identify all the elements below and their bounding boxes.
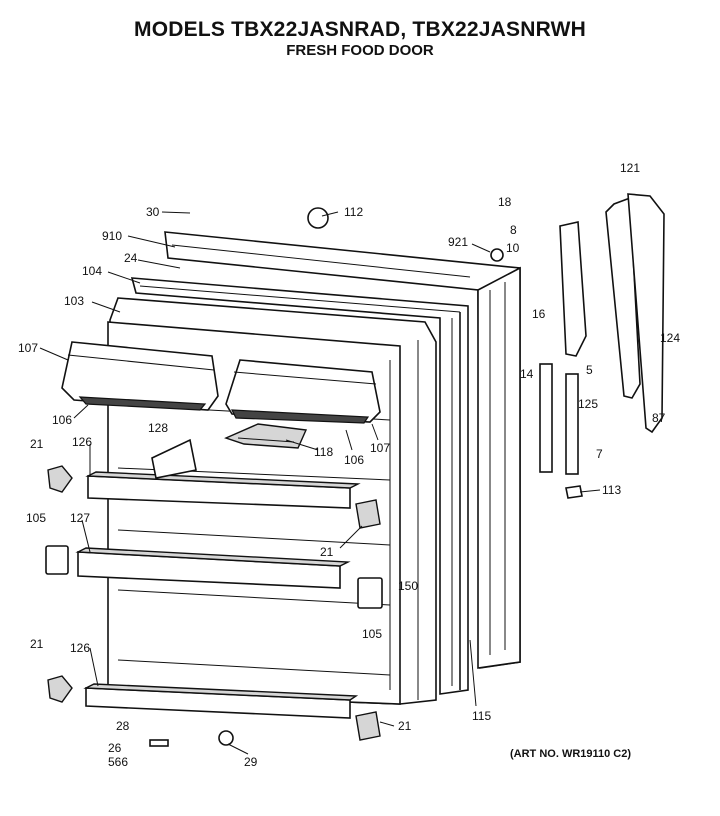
- callout-113: 113: [602, 483, 621, 497]
- callout-105-right: 105: [362, 627, 382, 641]
- callout-29: 29: [244, 755, 258, 769]
- callout-124: 124: [660, 331, 680, 345]
- diagram-subtitle: FRESH FOOD DOOR: [286, 42, 434, 59]
- callout-103: 103: [64, 294, 84, 308]
- callout-30: 30: [146, 205, 160, 219]
- callout-21-lower-left: 21: [30, 637, 44, 651]
- callout-28: 28: [116, 719, 130, 733]
- callout-128: 128: [148, 421, 168, 435]
- door-outer-panel: [164, 231, 521, 669]
- callout-566: 566: [108, 755, 128, 769]
- callout-921: 921: [448, 235, 468, 249]
- callout-8: 8: [510, 223, 517, 237]
- callout-leaders: [39, 211, 601, 755]
- shelf-clips: [45, 465, 383, 741]
- callout-24: 24: [124, 251, 138, 265]
- callout-21-mid-right: 21: [320, 545, 334, 559]
- callout-106-right: 106: [344, 453, 364, 467]
- shelf-bracket-128: [151, 438, 197, 479]
- callout-150: 150: [398, 579, 418, 593]
- callout-105-left: 105: [26, 511, 46, 525]
- callout-107-right: 107: [370, 441, 390, 455]
- callout-labels: 30 112 910 24 104 103 107 106 128 118 10…: [18, 161, 680, 769]
- callout-21-upper-left: 21: [30, 437, 44, 451]
- door-shelf-lower: [83, 683, 359, 719]
- callout-118: 118: [314, 445, 333, 459]
- callout-21-bottom-right: 21: [398, 719, 412, 733]
- callout-18: 18: [498, 195, 512, 209]
- callout-106-left: 106: [52, 413, 72, 427]
- callout-121: 121: [620, 161, 640, 175]
- callout-14: 14: [520, 367, 534, 381]
- callout-115: 115: [472, 709, 491, 723]
- door-shelf-middle: [75, 547, 351, 589]
- dairy-door-left: [61, 341, 219, 411]
- callout-16: 16: [532, 307, 546, 321]
- dairy-door-right: [225, 359, 381, 424]
- callout-104: 104: [82, 264, 102, 278]
- callout-87: 87: [652, 411, 666, 425]
- art-number: (ART NO. WR19110 C2): [510, 748, 632, 760]
- callout-126-upper: 126: [72, 435, 92, 449]
- hinge-assembly: [149, 193, 665, 747]
- egg-tray: [224, 423, 308, 449]
- callout-10: 10: [506, 241, 520, 255]
- callout-7: 7: [596, 447, 603, 461]
- callout-125: 125: [578, 397, 598, 411]
- callout-107-left: 107: [18, 341, 38, 355]
- callout-26: 26: [108, 741, 122, 755]
- callout-910: 910: [102, 229, 122, 243]
- door-gasket: [130, 277, 469, 695]
- callout-126-lower: 126: [70, 641, 90, 655]
- callout-127: 127: [70, 511, 90, 525]
- callout-112: 112: [344, 205, 363, 219]
- callout-5: 5: [586, 363, 593, 377]
- diagram-title: MODELS TBX22JASNRAD, TBX22JASNRWH: [134, 18, 586, 41]
